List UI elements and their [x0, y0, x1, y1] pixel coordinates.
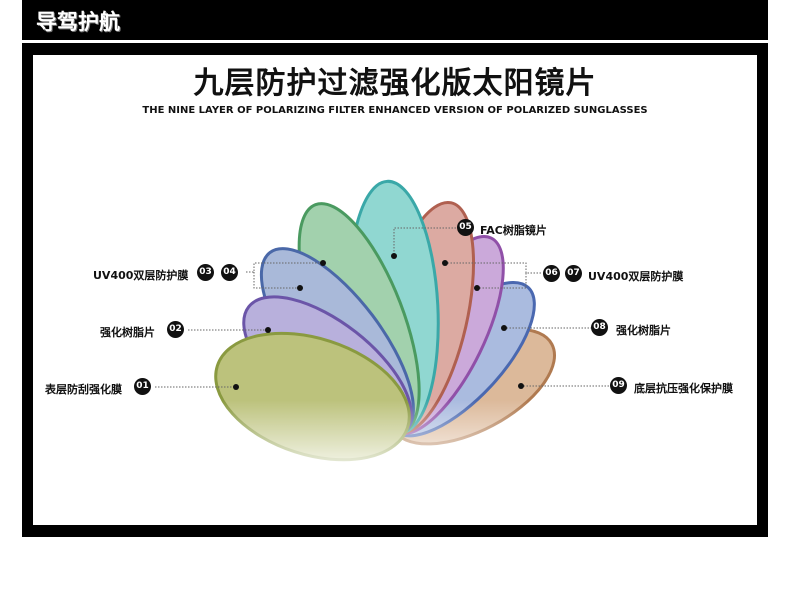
layer-number-08: 08 — [591, 319, 608, 336]
layer-number-02: 02 — [167, 321, 184, 338]
layer-label-09: 底层抗压强化保护膜 — [634, 382, 733, 395]
layer-number-07: 07 — [565, 265, 582, 282]
layer-number-05: 05 — [457, 219, 474, 236]
layer-number-01: 01 — [134, 378, 151, 395]
page-title: 九层防护过滤强化版太阳镜片 — [193, 66, 597, 101]
layer-number-06: 06 — [543, 265, 560, 282]
layer-label-03: UV400双层防护膜 — [93, 269, 189, 282]
layer-label-02: 强化树脂片 — [100, 326, 155, 339]
content-panel — [22, 43, 768, 537]
page-subtitle: THE NINE LAYER OF POLARIZING FILTER ENHA… — [142, 105, 648, 116]
layer-number-04: 04 — [221, 264, 238, 281]
layer-label-01: 表层防刮强化膜 — [45, 383, 122, 396]
layer-label-05: FAC树脂镜片 — [480, 224, 547, 237]
layer-label-08: 强化树脂片 — [616, 324, 671, 337]
layer-number-09: 09 — [610, 377, 627, 394]
layer-number-03: 03 — [197, 264, 214, 281]
header-title: 导驾护航 — [36, 10, 120, 34]
header-bar: 导驾护航 — [22, 0, 768, 40]
layer-label-07: UV400双层防护膜 — [588, 270, 684, 283]
